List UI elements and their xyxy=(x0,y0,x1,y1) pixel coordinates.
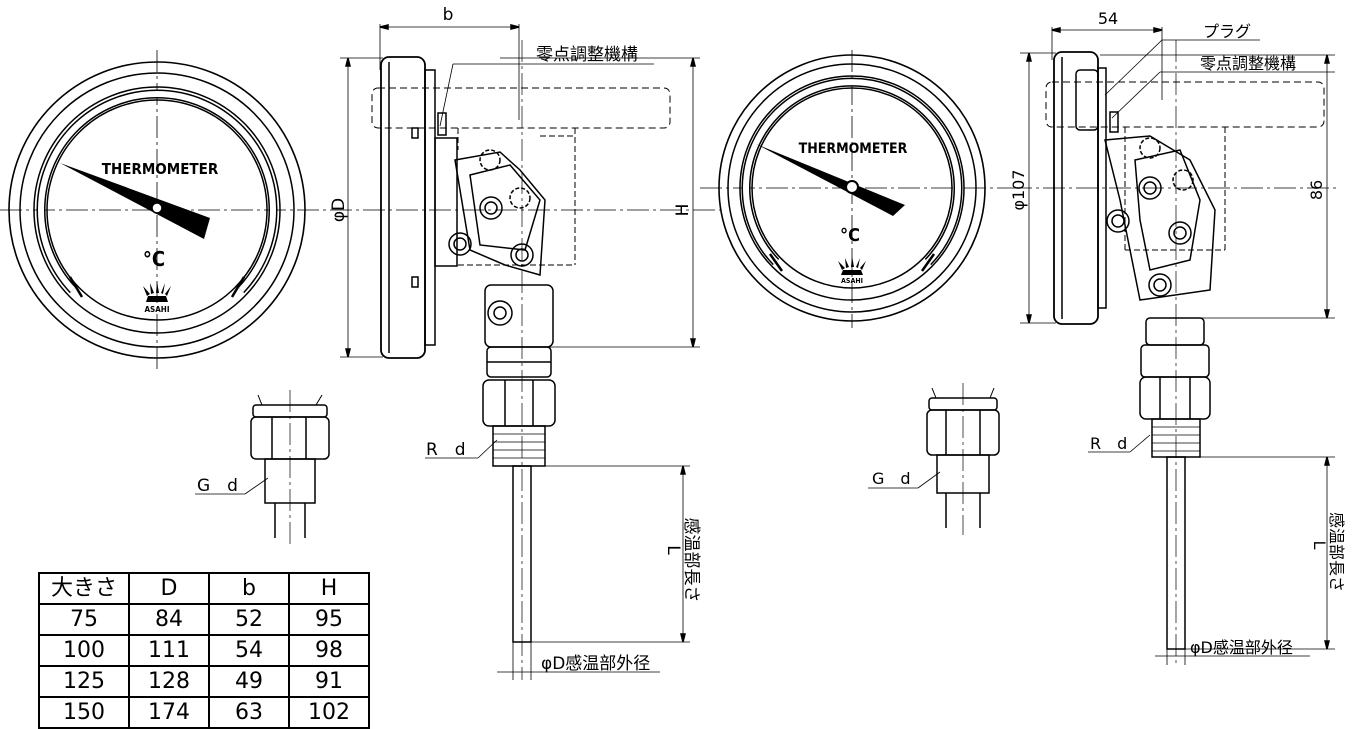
right-g-thread-detail xyxy=(868,383,1000,535)
dim-phiD-label: φD xyxy=(329,198,349,222)
dim-height-label: 86 xyxy=(1307,180,1326,200)
table-cell: 125 xyxy=(38,665,130,698)
length-L-label: L xyxy=(1310,541,1329,550)
needle xyxy=(60,163,210,239)
sensing-length-label: 感温部長さ xyxy=(1327,512,1346,592)
table-cell: 102 xyxy=(288,696,370,729)
dial-logo-text: ASAHI xyxy=(841,277,863,285)
asahi-logo-icon xyxy=(143,281,171,302)
sensing-diameter-label: φD感温部外径 xyxy=(541,654,650,674)
dim-diameter-label: φ107 xyxy=(1009,169,1028,210)
table-header-cell: b xyxy=(208,572,290,605)
dial-logo-text: ASAHI xyxy=(144,305,169,314)
dial-unit-text: °C xyxy=(840,225,860,246)
plug-label: プラグ xyxy=(1203,22,1251,41)
left-dial-front-view xyxy=(0,50,330,372)
asahi-logo-icon xyxy=(838,256,866,275)
table-header-cell: H xyxy=(288,572,370,605)
dial-brand-text: THERMOMETER xyxy=(799,141,908,157)
table-header-cell: 大きさ xyxy=(38,572,130,605)
length-L-label: L xyxy=(663,545,683,555)
table-cell: 52 xyxy=(208,603,290,636)
table-cell: 98 xyxy=(288,634,370,667)
table-cell: 95 xyxy=(288,603,370,636)
table-cell: 49 xyxy=(208,665,290,698)
thread-G-label: G d xyxy=(197,476,238,496)
left-g-thread-detail xyxy=(195,390,330,545)
dim-H-label: H xyxy=(673,204,693,217)
table-row: 75 84 52 95 xyxy=(38,603,370,636)
table-header-row: 大きさ D b H xyxy=(38,572,370,605)
table-cell: 63 xyxy=(208,696,290,729)
table-cell: 111 xyxy=(128,634,210,667)
right-side-view xyxy=(1010,27,1340,665)
dial-brand-text: THERMOMETER xyxy=(102,160,219,178)
thread-G-label: G d xyxy=(872,469,911,488)
thread-R-label: R d xyxy=(1090,434,1127,453)
table-cell: 150 xyxy=(38,696,130,729)
size-table: 大きさ D b H 75 84 52 95 100 111 54 98 125 … xyxy=(38,572,370,729)
table-row: 125 128 49 91 xyxy=(38,665,370,698)
sensing-length-label: 感温部長さ xyxy=(681,518,701,603)
right-dial-front-view xyxy=(700,50,1010,328)
dial-unit-text: °C xyxy=(143,247,165,271)
table-row: 150 174 63 102 xyxy=(38,696,370,729)
table-cell: 100 xyxy=(38,634,130,667)
right-labels: THERMOMETER °C ASAHI 54 プラグ 零点調整機構 φ107 … xyxy=(799,9,1346,657)
zero-adjust-label: 零点調整機構 xyxy=(536,45,638,65)
left-labels: THERMOMETER °C ASAHI b 零点調整機構 φD H R d G… xyxy=(102,5,701,674)
left-side-view xyxy=(330,24,720,680)
dim-width-label: 54 xyxy=(1098,9,1118,28)
table-cell: 174 xyxy=(128,696,210,729)
thread-R-label: R d xyxy=(426,440,466,460)
table-cell: 128 xyxy=(128,665,210,698)
table-cell: 54 xyxy=(208,634,290,667)
table-cell: 91 xyxy=(288,665,370,698)
dim-b-label: b xyxy=(443,5,454,25)
table-cell: 84 xyxy=(128,603,210,636)
table-header-cell: D xyxy=(128,572,210,605)
zero-adjust-label: 零点調整機構 xyxy=(1200,54,1296,73)
needle xyxy=(756,144,905,216)
table-row: 100 111 54 98 xyxy=(38,634,370,667)
sensing-diameter-label: φD感温部外径 xyxy=(1190,638,1293,657)
table-cell: 75 xyxy=(38,603,130,636)
